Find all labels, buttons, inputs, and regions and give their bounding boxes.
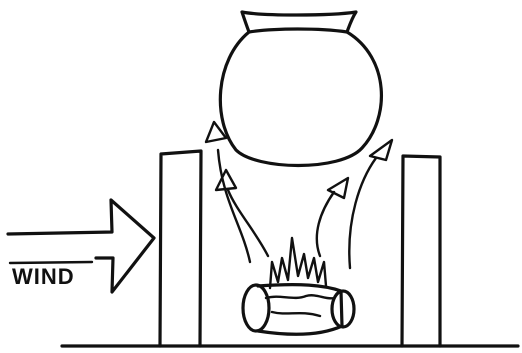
heat-arrow-inner-right-shaft	[317, 192, 334, 256]
heat-arrow-outer-right-shaft	[349, 158, 376, 268]
wind-label: WIND	[12, 264, 75, 289]
right-windbreak-wall	[402, 156, 440, 346]
heat-arrow-inner-left-head	[216, 170, 236, 190]
heat-arrow-outer-right-head	[370, 140, 392, 160]
heat-arrow-outer-left-shaft	[218, 150, 250, 262]
log-bark-texture	[266, 295, 334, 316]
log-body	[258, 285, 342, 335]
wind-label-underline	[10, 262, 92, 263]
pot-body	[220, 32, 381, 166]
burning-log	[243, 285, 354, 335]
pot-rim	[242, 12, 356, 32]
heat-arrow-inner-left-shaft	[228, 190, 268, 256]
left-windbreak-wall	[160, 151, 201, 346]
cooking-pot	[220, 12, 381, 166]
log-left-end	[243, 285, 269, 331]
